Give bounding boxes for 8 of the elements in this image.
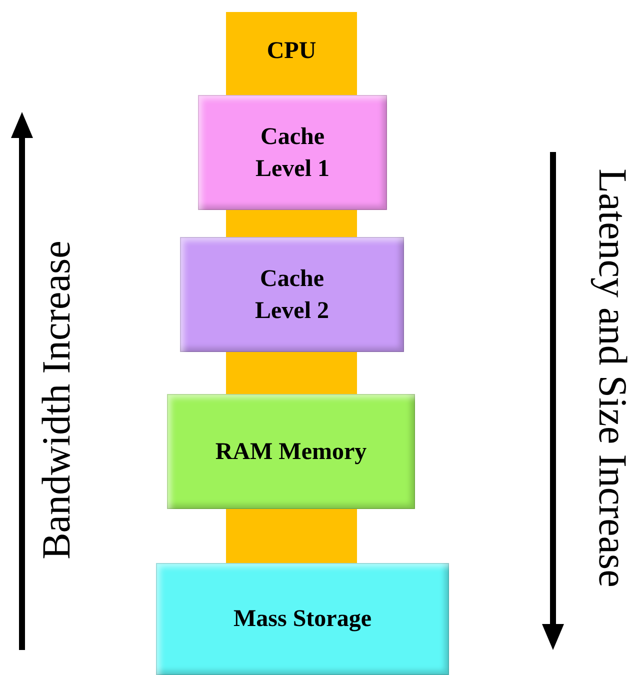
axis-label: Latency and Size Increase [590, 168, 634, 588]
connector-bar [226, 210, 357, 237]
cpu-bar: CPU [226, 12, 357, 95]
cache-box: Cache Level 2 [180, 237, 404, 352]
storage-box: Mass Storage [156, 563, 449, 675]
cache-box: Cache Level 1 [198, 95, 387, 210]
axis-label: Bandwidth Increase [34, 240, 78, 560]
memory-box: RAM Memory [167, 394, 415, 509]
